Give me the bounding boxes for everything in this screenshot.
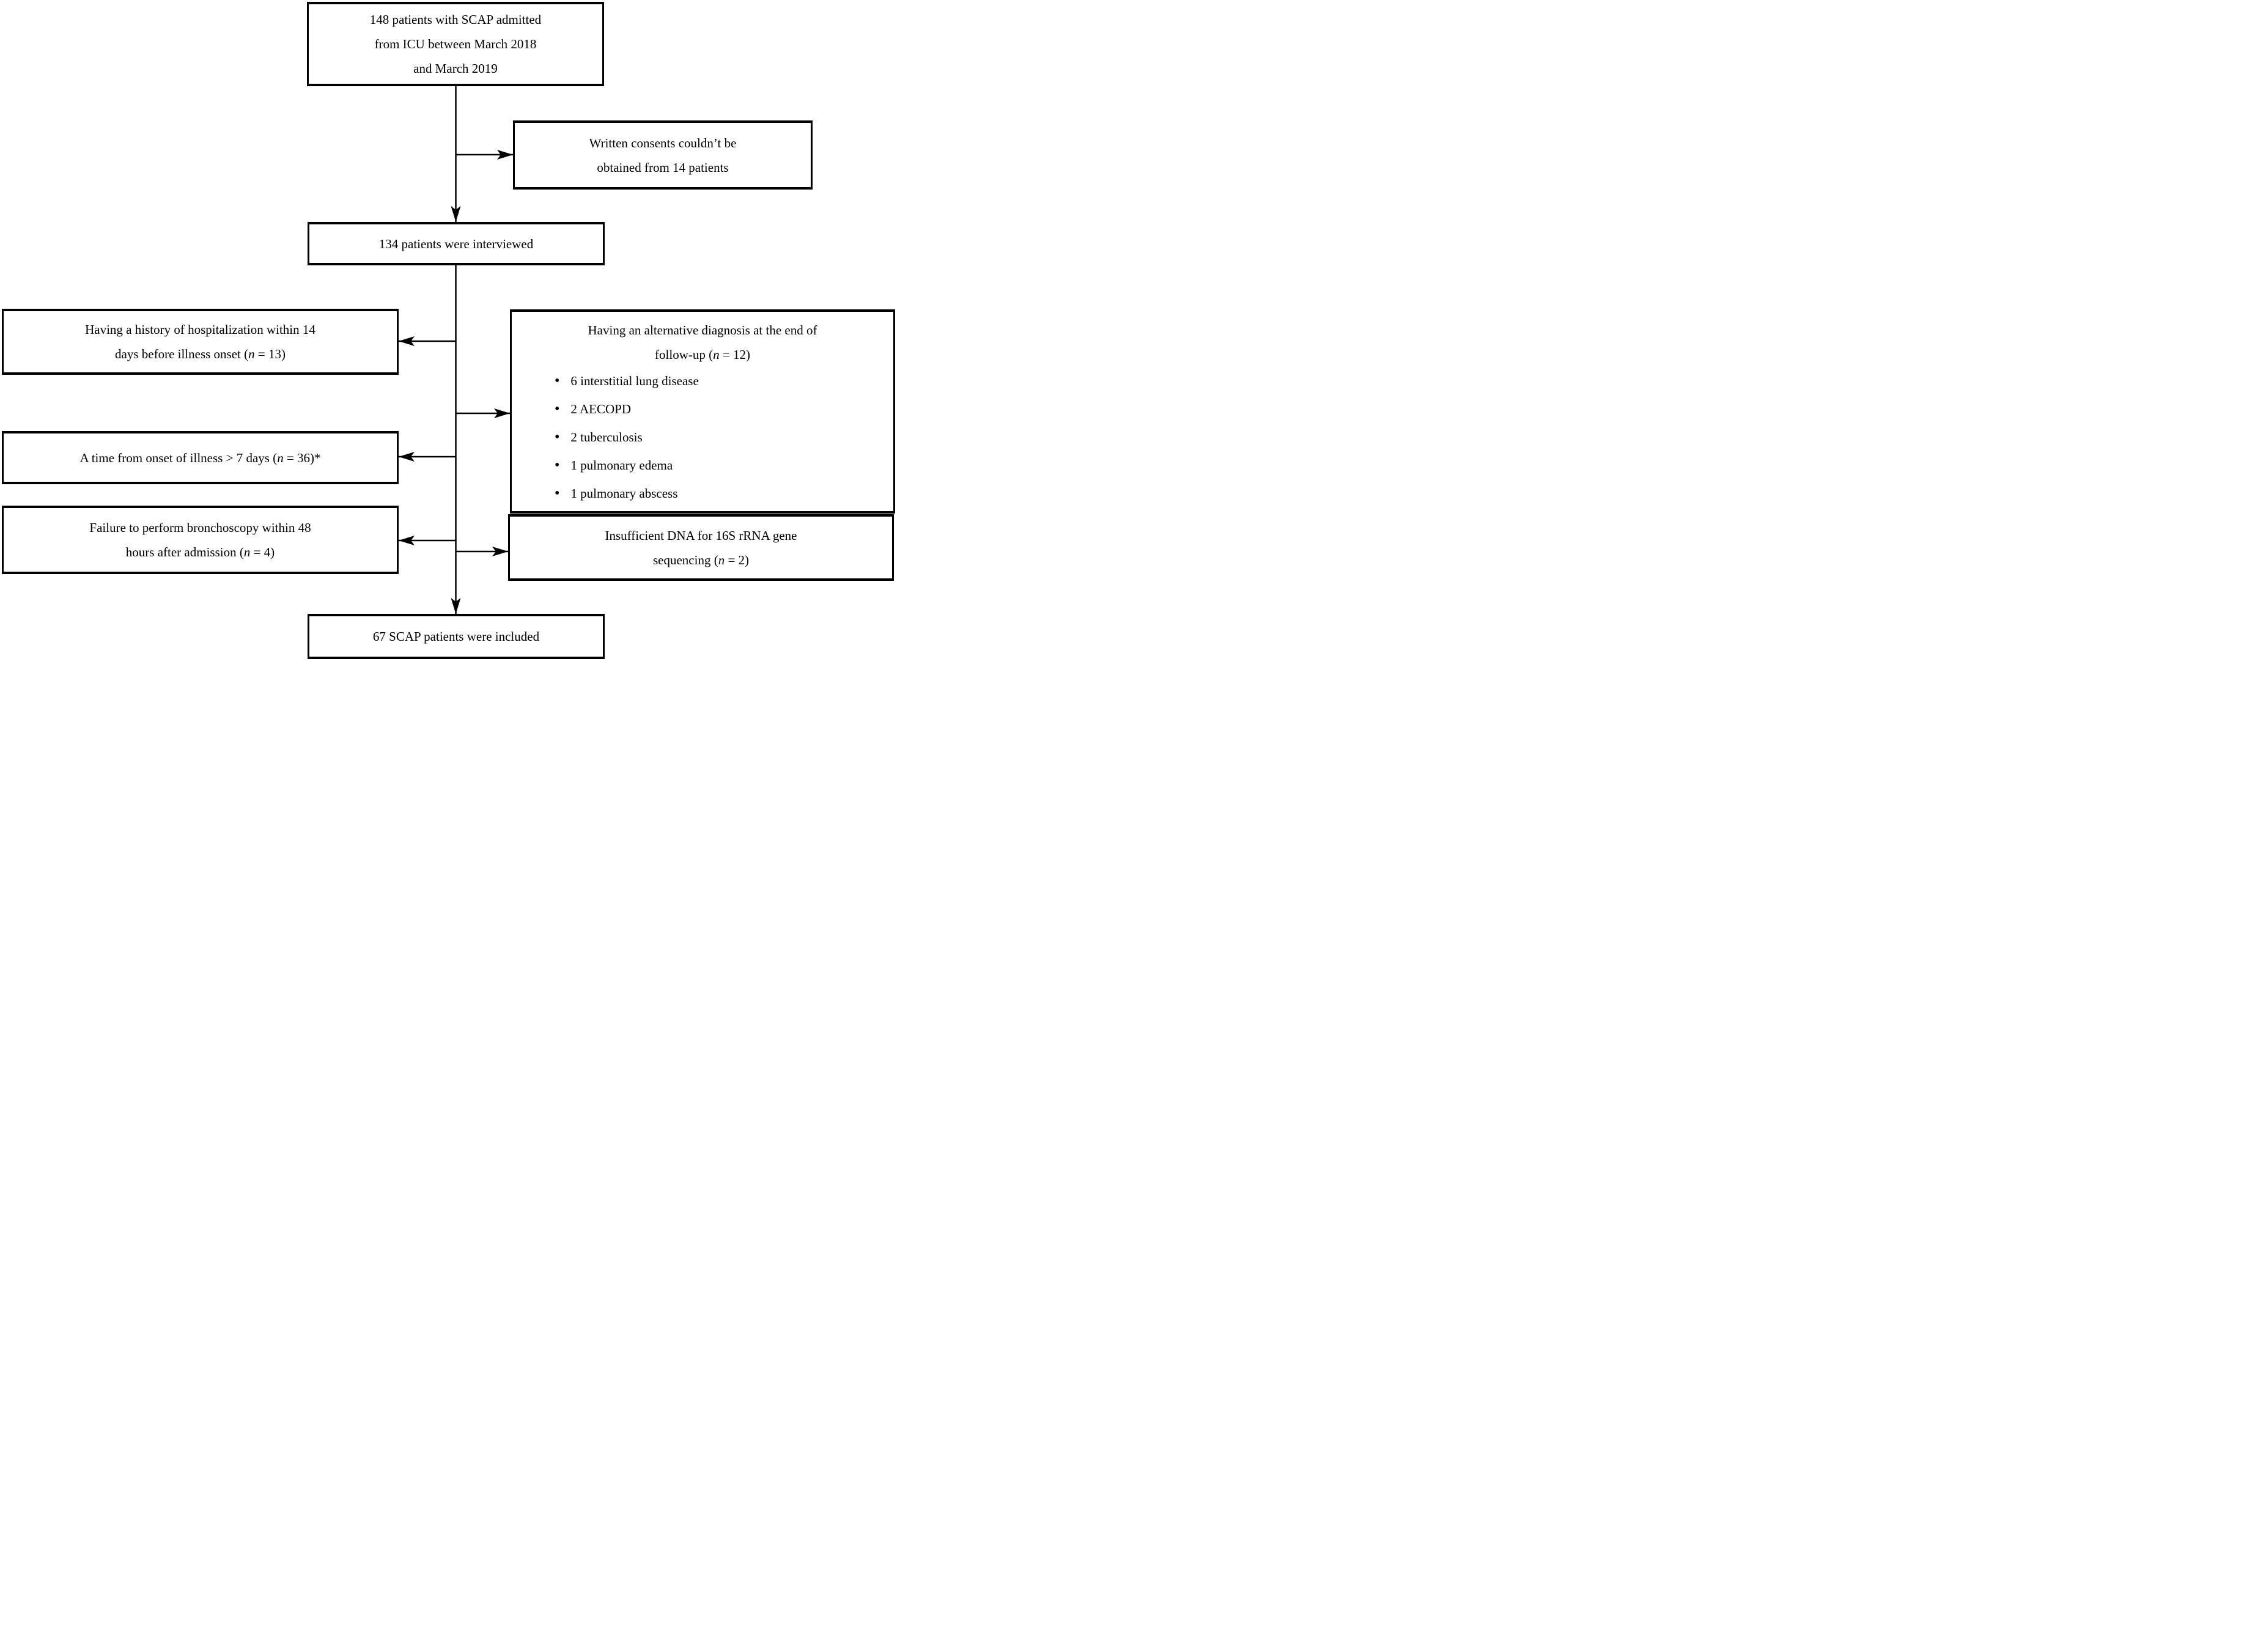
- box-text-line: obtained from 14 patients: [597, 160, 729, 175]
- bullet-icon: •: [555, 401, 560, 417]
- list-item-label: 6 interstitial lung disease: [570, 374, 699, 388]
- box-excluded-onset-over-7-days: A time from onset of illness > 7 days (n…: [2, 431, 399, 484]
- box-text-line: and March 2019: [413, 61, 498, 76]
- list-item-label: 1 pulmonary edema: [570, 458, 673, 473]
- box-text-line: from ICU between March 2018: [374, 37, 537, 51]
- list-item-label: 2 tuberculosis: [570, 430, 643, 444]
- list-item: • 2 AECOPD: [512, 395, 893, 423]
- connector-layer: [399, 86, 513, 614]
- list-item: • 1 pulmonary abscess: [512, 479, 893, 507]
- list-item: • 1 pulmonary edema: [512, 451, 893, 479]
- box-text-line: 148 patients with SCAP admitted: [369, 12, 542, 27]
- box-enrolled-patients: 148 patients with SCAP admitted from ICU…: [307, 2, 604, 86]
- box-text-line: days before illness onset (n = 13): [115, 347, 286, 361]
- bullet-icon: •: [555, 457, 560, 473]
- box-patients-interviewed: 134 patients were interviewed: [308, 222, 605, 265]
- bullet-icon: •: [555, 373, 560, 389]
- box-text-line: hours after admission (n = 4): [125, 545, 275, 559]
- box-text-line: Having an alternative diagnosis at the e…: [588, 323, 817, 337]
- list-item: • 2 tuberculosis: [512, 423, 893, 451]
- box-excluded-no-bronchoscopy: Failure to perform bronchoscopy within 4…: [2, 506, 399, 574]
- box-text-line: A time from onset of illness > 7 days (n…: [79, 450, 321, 465]
- box-excluded-prior-hospitalization: Having a history of hospitalization with…: [2, 309, 399, 375]
- list-item-label: 1 pulmonary abscess: [570, 486, 678, 501]
- box-text-line: follow-up (n = 12): [655, 347, 750, 362]
- box-alternative-diagnosis: Having an alternative diagnosis at the e…: [510, 309, 895, 514]
- box-patients-included: 67 SCAP patients were included: [308, 614, 605, 659]
- bullet-icon: •: [555, 485, 560, 501]
- box-text-line: 67 SCAP patients were included: [372, 629, 540, 644]
- list-item: • 6 interstitial lung disease: [512, 367, 893, 395]
- box-no-written-consent: Written consents couldn’t be obtained fr…: [513, 120, 813, 190]
- box-text-line: Written consents couldn’t be: [589, 135, 737, 150]
- list-item-label: 2 AECOPD: [570, 402, 632, 416]
- box-text-line: Insufficient DNA for 16S rRNA gene: [605, 528, 797, 543]
- box-text-line: Failure to perform bronchoscopy within 4…: [89, 520, 311, 535]
- patient-flowchart: 148 patients with SCAP admitted from ICU…: [0, 0, 900, 660]
- box-text-line: 134 patients were interviewed: [378, 236, 534, 251]
- box-text-line: sequencing (n = 2): [652, 552, 750, 567]
- box-insufficient-dna: Insufficient DNA for 16S rRNA gene seque…: [508, 514, 894, 581]
- bullet-icon: •: [555, 429, 560, 445]
- alternative-diagnosis-list: • 6 interstitial lung disease • 2 AECOPD…: [512, 367, 893, 507]
- box-text-line: Having a history of hospitalization with…: [85, 322, 315, 337]
